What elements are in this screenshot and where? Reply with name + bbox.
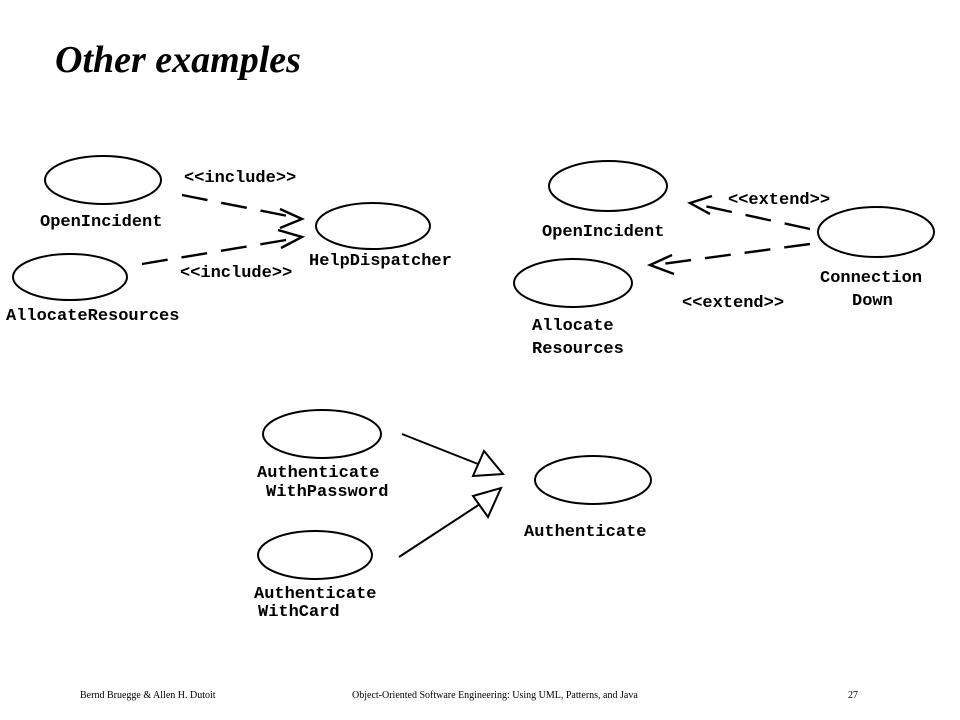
- use-case-allocate-resources-label-line2: Resources: [532, 340, 624, 359]
- extend-arrowhead-top: [686, 194, 713, 216]
- extend-diagram: OpenIncident Allocate Resources Connecti…: [513, 160, 935, 359]
- generalization-line-password: [401, 433, 479, 465]
- use-case-open-incident-label: OpenIncident: [542, 223, 664, 242]
- use-case-authenticate-with-card[interactable]: [257, 530, 373, 580]
- use-case-allocate-resources-label: AllocateResources: [6, 307, 179, 326]
- use-case-authenticate-with-password-label: Authenticate: [257, 464, 379, 483]
- use-case-authenticate-with-card-label: Authenticate: [254, 585, 376, 604]
- use-case-connection-down-label-line2: Down: [852, 292, 893, 311]
- slide-title: Other examples: [55, 39, 301, 81]
- include-arrowhead-bottom: [277, 228, 306, 250]
- footer-page-number: 27: [848, 690, 858, 701]
- extend-stereotype-bottom: <<extend>>: [682, 294, 784, 313]
- footer-authors: Bernd Bruegge & Allen H. Dutoit: [80, 690, 216, 701]
- generalization-arrowhead-card: [471, 486, 503, 519]
- use-case-allocate-resources-label: Allocate: [532, 317, 614, 336]
- include-stereotype-bottom: <<include>>: [180, 264, 292, 283]
- use-case-open-incident-label: OpenIncident: [40, 213, 162, 232]
- extend-stereotype-top: <<extend>>: [728, 191, 830, 210]
- use-case-authenticate[interactable]: [534, 455, 652, 505]
- use-case-open-incident[interactable]: [548, 160, 668, 212]
- use-case-authenticate-label: Authenticate: [524, 523, 646, 542]
- include-arrow-bottom: [141, 236, 299, 266]
- use-case-connection-down[interactable]: [817, 206, 935, 258]
- footer-book-title: Object-Oriented Software Engineering: Us…: [352, 690, 638, 701]
- use-case-help-dispatcher-label: HelpDispatcher: [309, 252, 452, 271]
- use-case-allocate-resources[interactable]: [12, 253, 128, 301]
- include-arrowhead-top: [279, 207, 306, 230]
- extend-arrow-bottom: [654, 242, 811, 267]
- extend-arrowhead-bottom: [646, 253, 675, 276]
- include-arrow-top: [181, 193, 299, 220]
- use-case-connection-down-label: Connection: [820, 269, 922, 288]
- generalization-diagram: Authenticate WithPassword Authenticate W…: [254, 409, 652, 622]
- extend-arrow-top: [694, 202, 811, 231]
- use-case-authenticate-with-password[interactable]: [262, 409, 382, 459]
- use-case-authenticate-with-password-label-line2: WithPassword: [266, 483, 388, 502]
- use-case-open-incident[interactable]: [44, 155, 162, 205]
- use-case-help-dispatcher[interactable]: [315, 202, 431, 250]
- include-stereotype-top: <<include>>: [184, 169, 296, 188]
- use-case-authenticate-with-card-label-line2: WithCard: [258, 603, 340, 622]
- include-diagram: OpenIncident AllocateResources HelpDispa…: [6, 155, 452, 326]
- generalization-line-card: [398, 503, 481, 558]
- use-case-allocate-resources[interactable]: [513, 258, 633, 308]
- generalization-arrowhead-password: [471, 449, 506, 478]
